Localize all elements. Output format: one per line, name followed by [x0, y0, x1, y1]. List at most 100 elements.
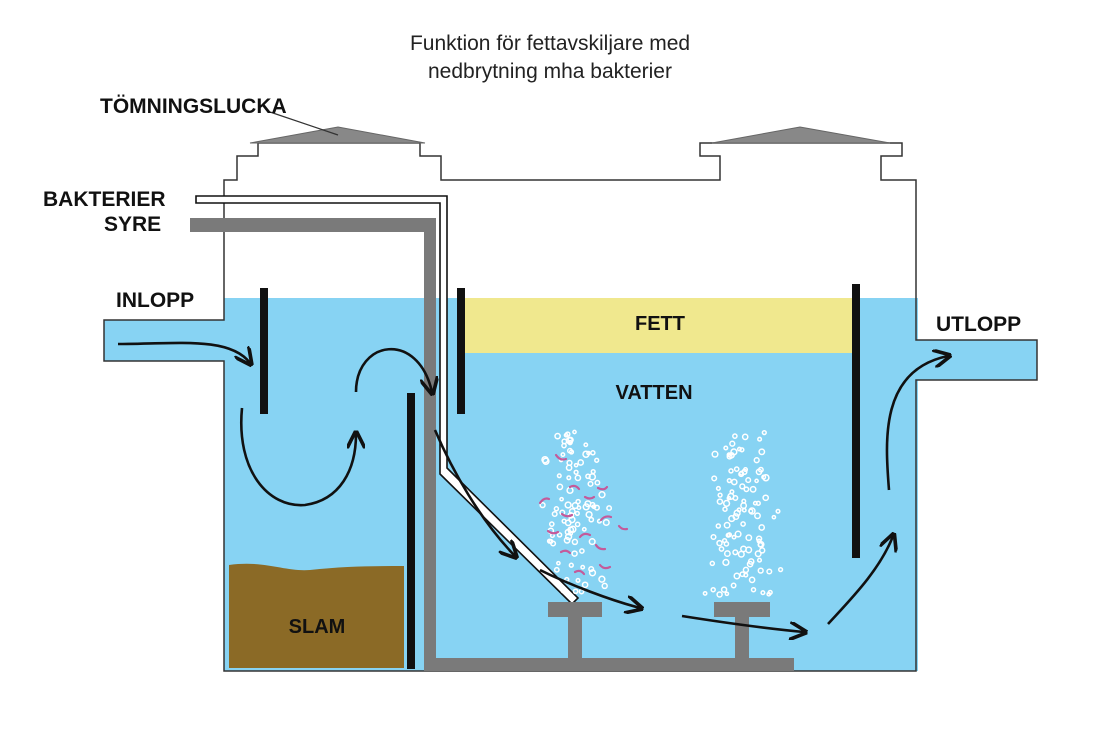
bubble — [711, 475, 718, 482]
bubble — [710, 533, 717, 541]
bubble — [757, 436, 763, 442]
bubble — [588, 569, 597, 577]
bubble — [716, 498, 724, 505]
label-water: VATTEN — [615, 382, 692, 404]
bubble — [723, 445, 729, 451]
bubble — [584, 500, 592, 508]
fat-layer — [462, 298, 858, 353]
bubble — [715, 523, 722, 529]
bubble — [580, 564, 586, 570]
bubble — [585, 473, 591, 480]
bubble — [551, 510, 558, 518]
bubble — [728, 468, 734, 474]
bubble — [577, 459, 585, 466]
bubble — [591, 504, 597, 510]
bubble — [756, 557, 763, 563]
bubble — [758, 448, 766, 456]
bubble — [548, 521, 555, 527]
bubble — [761, 474, 767, 480]
bubble — [590, 450, 596, 456]
label-oxygen: SYRE — [104, 213, 161, 236]
diffuser-left — [548, 602, 602, 660]
bubble — [554, 432, 561, 440]
bubble — [716, 591, 723, 598]
bubble — [556, 560, 561, 566]
air-bubbles — [539, 429, 784, 598]
bubble — [734, 530, 742, 538]
bubble — [556, 473, 562, 479]
bubble — [731, 534, 737, 540]
bubble — [539, 501, 546, 509]
baffles — [260, 284, 860, 669]
bubble — [581, 581, 589, 589]
bubble — [581, 526, 587, 532]
bubble — [730, 478, 738, 486]
bubble — [723, 550, 731, 558]
bubble — [741, 433, 749, 441]
bubble — [777, 566, 784, 573]
bubble — [566, 459, 573, 467]
label-outlet: UTLOPP — [936, 313, 1021, 336]
bubble — [766, 591, 772, 597]
bubble — [728, 515, 736, 523]
bubble — [571, 538, 579, 546]
bubble — [766, 568, 773, 575]
bubble — [722, 558, 730, 567]
bacteria-particles — [538, 453, 629, 576]
label-fat: FETT — [635, 313, 685, 335]
hatch-leader-line — [269, 111, 339, 136]
bubble — [574, 474, 582, 482]
bubble — [566, 447, 573, 454]
bubble — [726, 452, 732, 458]
bubble — [571, 550, 578, 557]
bubble — [587, 480, 594, 487]
bubble — [594, 457, 600, 463]
bubble — [726, 532, 733, 538]
bubble — [729, 440, 736, 447]
bubble — [741, 468, 748, 476]
bubble — [588, 516, 595, 523]
label-bacteria: BAKTERIER — [43, 188, 166, 211]
bubble — [718, 546, 725, 552]
bubble — [710, 586, 716, 593]
bubble — [575, 577, 581, 583]
bubble — [572, 429, 577, 435]
bubble — [771, 514, 777, 520]
sludge-layer — [229, 563, 404, 668]
bubble — [561, 442, 567, 449]
bubble — [760, 590, 766, 596]
bubble — [574, 521, 581, 528]
bubble — [722, 499, 731, 508]
bubble — [754, 478, 759, 484]
bubble — [568, 562, 574, 568]
bubble — [749, 485, 757, 493]
bubble — [733, 466, 740, 472]
bubble — [606, 505, 613, 512]
bubble — [737, 550, 745, 558]
emptying-hatch-right — [711, 126, 891, 144]
bubble — [748, 508, 754, 514]
bubble — [758, 547, 766, 554]
bubble — [775, 508, 781, 514]
bubble — [758, 524, 766, 531]
bubble — [583, 442, 589, 448]
bubble — [739, 571, 746, 578]
bubble — [720, 586, 728, 593]
bubble — [754, 550, 762, 558]
bubble — [715, 485, 721, 491]
bubble — [594, 479, 601, 486]
bubble — [745, 534, 753, 542]
bubble — [711, 450, 719, 458]
label-sludge: SLAM — [289, 616, 346, 638]
bubble — [596, 518, 602, 524]
bubble — [754, 512, 761, 520]
bubble — [750, 586, 757, 593]
bubble — [755, 535, 763, 543]
bubble — [709, 560, 716, 567]
bubble — [733, 509, 741, 517]
bubble — [757, 541, 764, 548]
bubble — [574, 510, 580, 517]
bubble — [568, 516, 576, 524]
bubble — [563, 536, 571, 544]
bubble — [748, 576, 756, 584]
